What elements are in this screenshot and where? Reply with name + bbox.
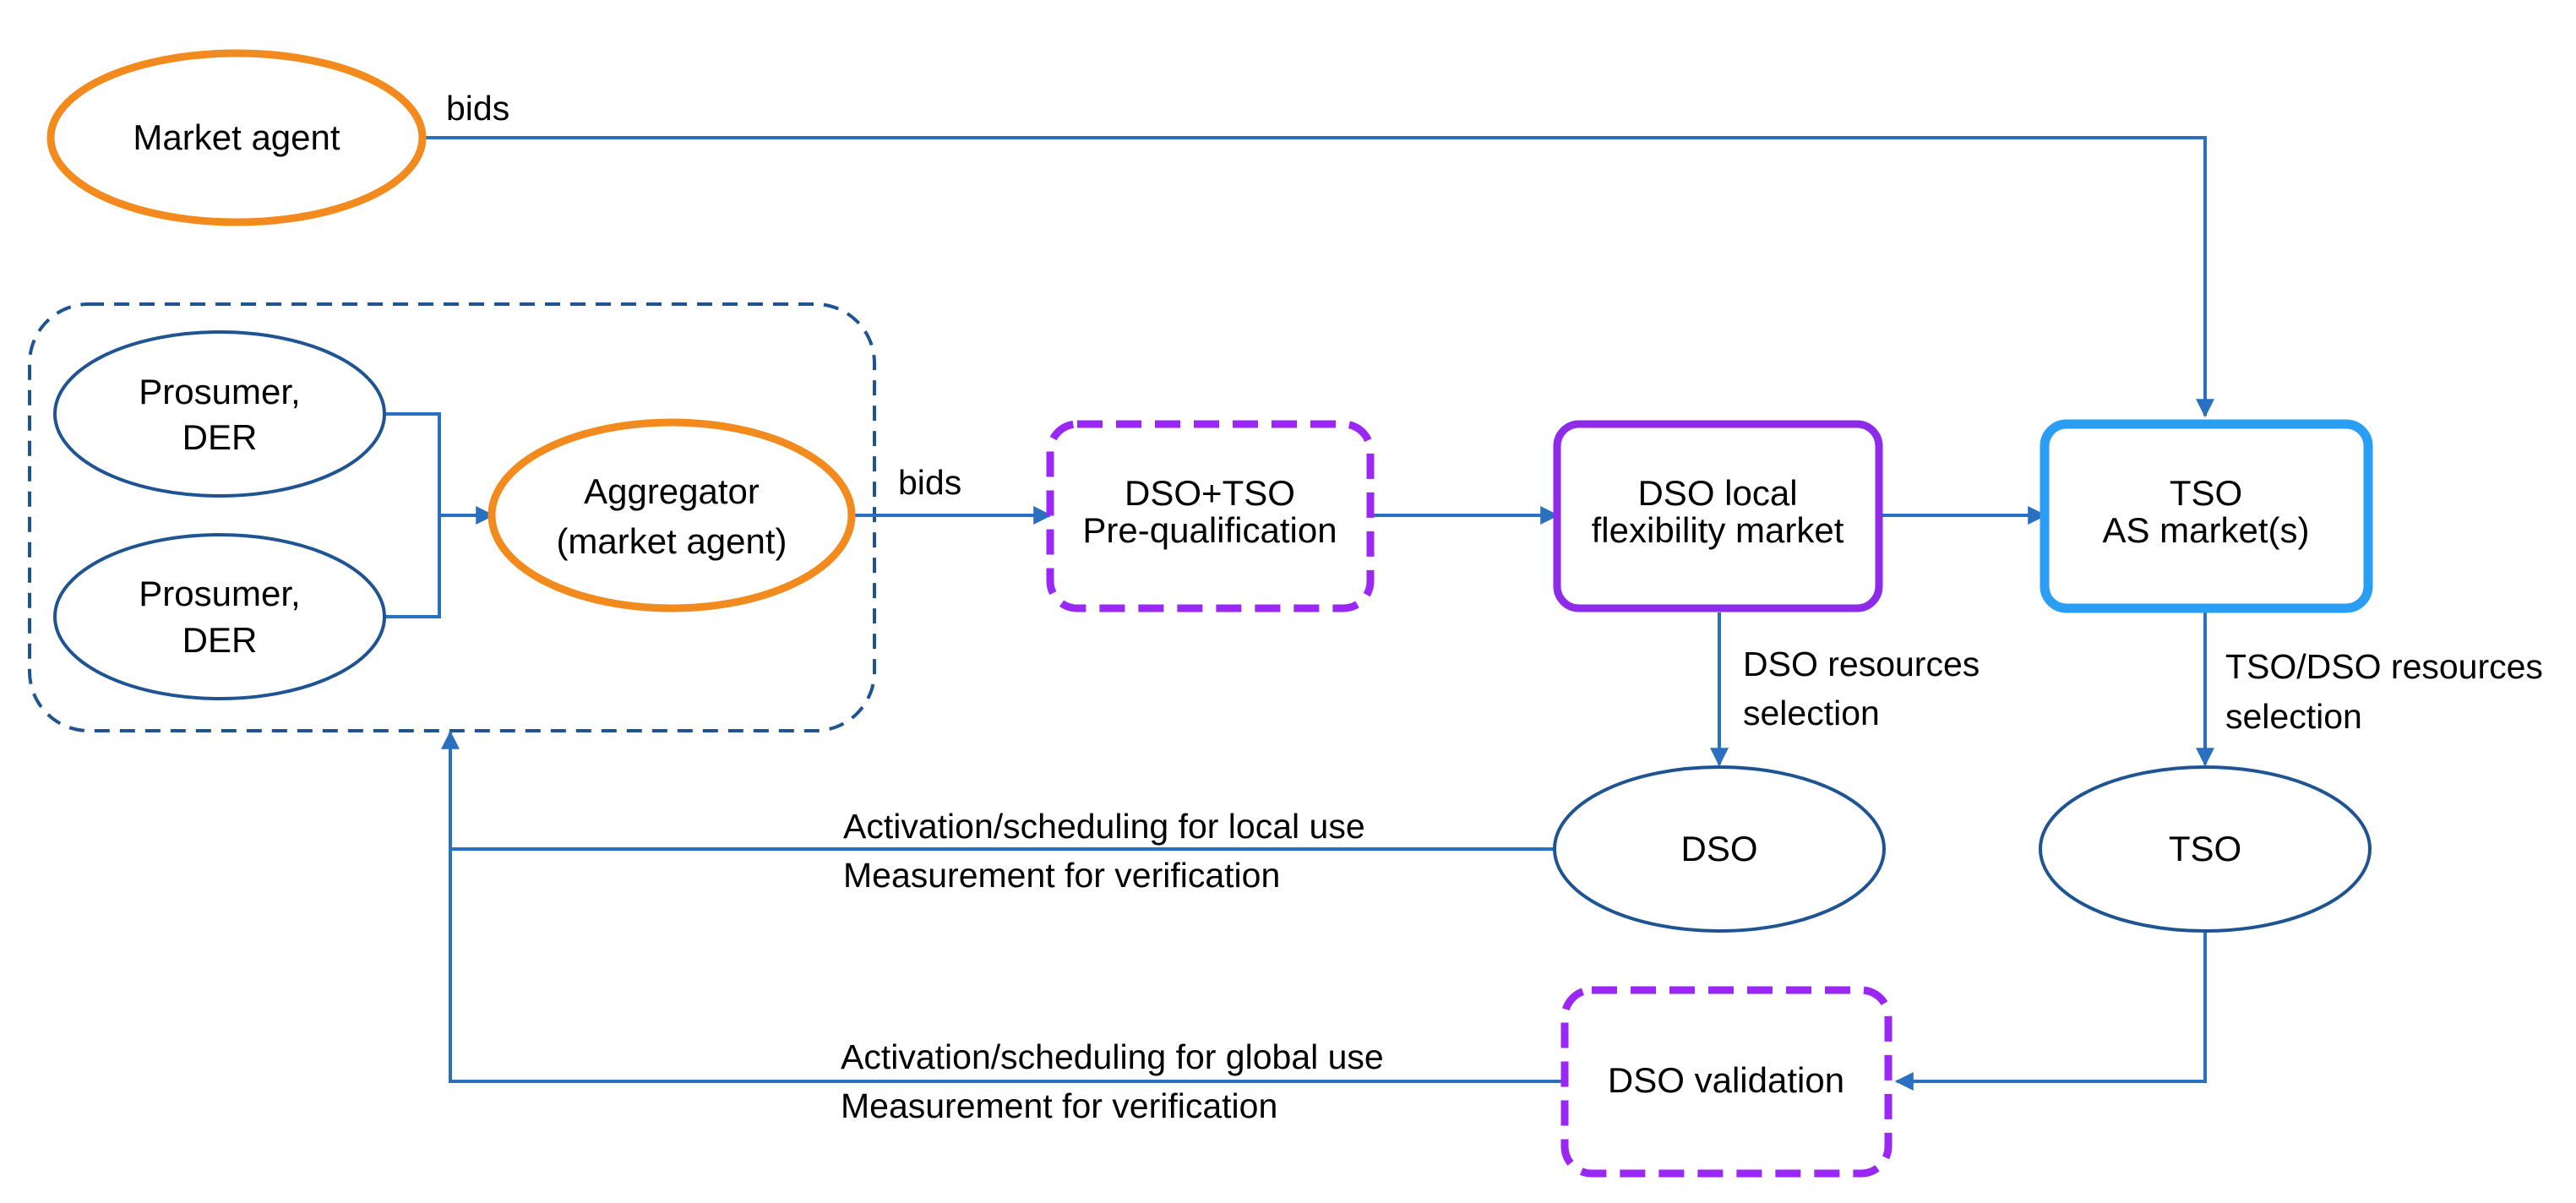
dso-node: [1553, 765, 1886, 933]
aggregator-node: [487, 418, 856, 612]
bids-label-aggregator: bids: [898, 463, 961, 502]
prosumer-2-label-line-1: Prosumer,: [139, 574, 300, 613]
global-use-label-line-2: Measurement for verification: [841, 1086, 1277, 1125]
global-use-label-line-1: Activation/scheduling for global use: [841, 1037, 1384, 1076]
market-agent-node: [46, 49, 427, 226]
prosumer-der-node-2: [53, 533, 386, 700]
prosumer-2-label-line-2: DER: [182, 620, 258, 660]
tso-as-market-node: [2040, 419, 2373, 613]
prosumer-1-label-line-1: Prosumer,: [139, 372, 300, 411]
dso-validation-label: DSO validation: [1608, 1060, 1844, 1100]
prosumer-1-connector: [384, 412, 441, 618]
tso-node: [2039, 765, 2372, 933]
dso-label: DSO: [1680, 829, 1757, 868]
prosumer-der-node-1: [53, 330, 386, 498]
bids-label-market-agent: bids: [446, 89, 509, 128]
local-market-label-line-2: flexibility market: [1592, 510, 1844, 550]
market-agent-to-tso-market-arrow: [422, 136, 2214, 418]
dso-validation-to-aggregator-arrow: [441, 730, 1565, 1083]
tso-selection-label-line-1: TSO/DSO resources: [2225, 647, 2543, 686]
prequalification-label-line-2: Pre-qualification: [1082, 510, 1337, 550]
prequalification-node: [1046, 420, 1375, 612]
local-use-label-line-1: Activation/scheduling for local use: [843, 807, 1365, 846]
tso-market-label-line-1: TSO: [2170, 473, 2242, 513]
aggregator-label-line-1: Aggregator: [584, 471, 760, 511]
market-agent-label: Market agent: [133, 117, 340, 157]
connectors: [384, 136, 2214, 1091]
tso-to-dso-validation-arrow: [1894, 921, 2207, 1091]
local-flexibility-market-node: [1553, 420, 1883, 612]
local-use-label-line-2: Measurement for verification: [843, 856, 1280, 895]
dso-selection-label-line-1: DSO resources: [1743, 645, 1980, 683]
aggregator-label-line-2: (market agent): [556, 521, 787, 561]
tso-label: TSO: [2169, 829, 2241, 868]
tso-selection-label-line-2: selection: [2225, 697, 2362, 736]
dso-selection-label-line-2: selection: [1743, 694, 1880, 732]
prequalification-label-line-1: DSO+TSO: [1125, 473, 1295, 513]
local-market-label-line-1: DSO local: [1637, 473, 1797, 513]
prosumer-1-label-line-2: DER: [182, 417, 258, 457]
tso-market-label-line-2: AS market(s): [2102, 510, 2309, 550]
dso-validation-node: [1560, 986, 1893, 1178]
